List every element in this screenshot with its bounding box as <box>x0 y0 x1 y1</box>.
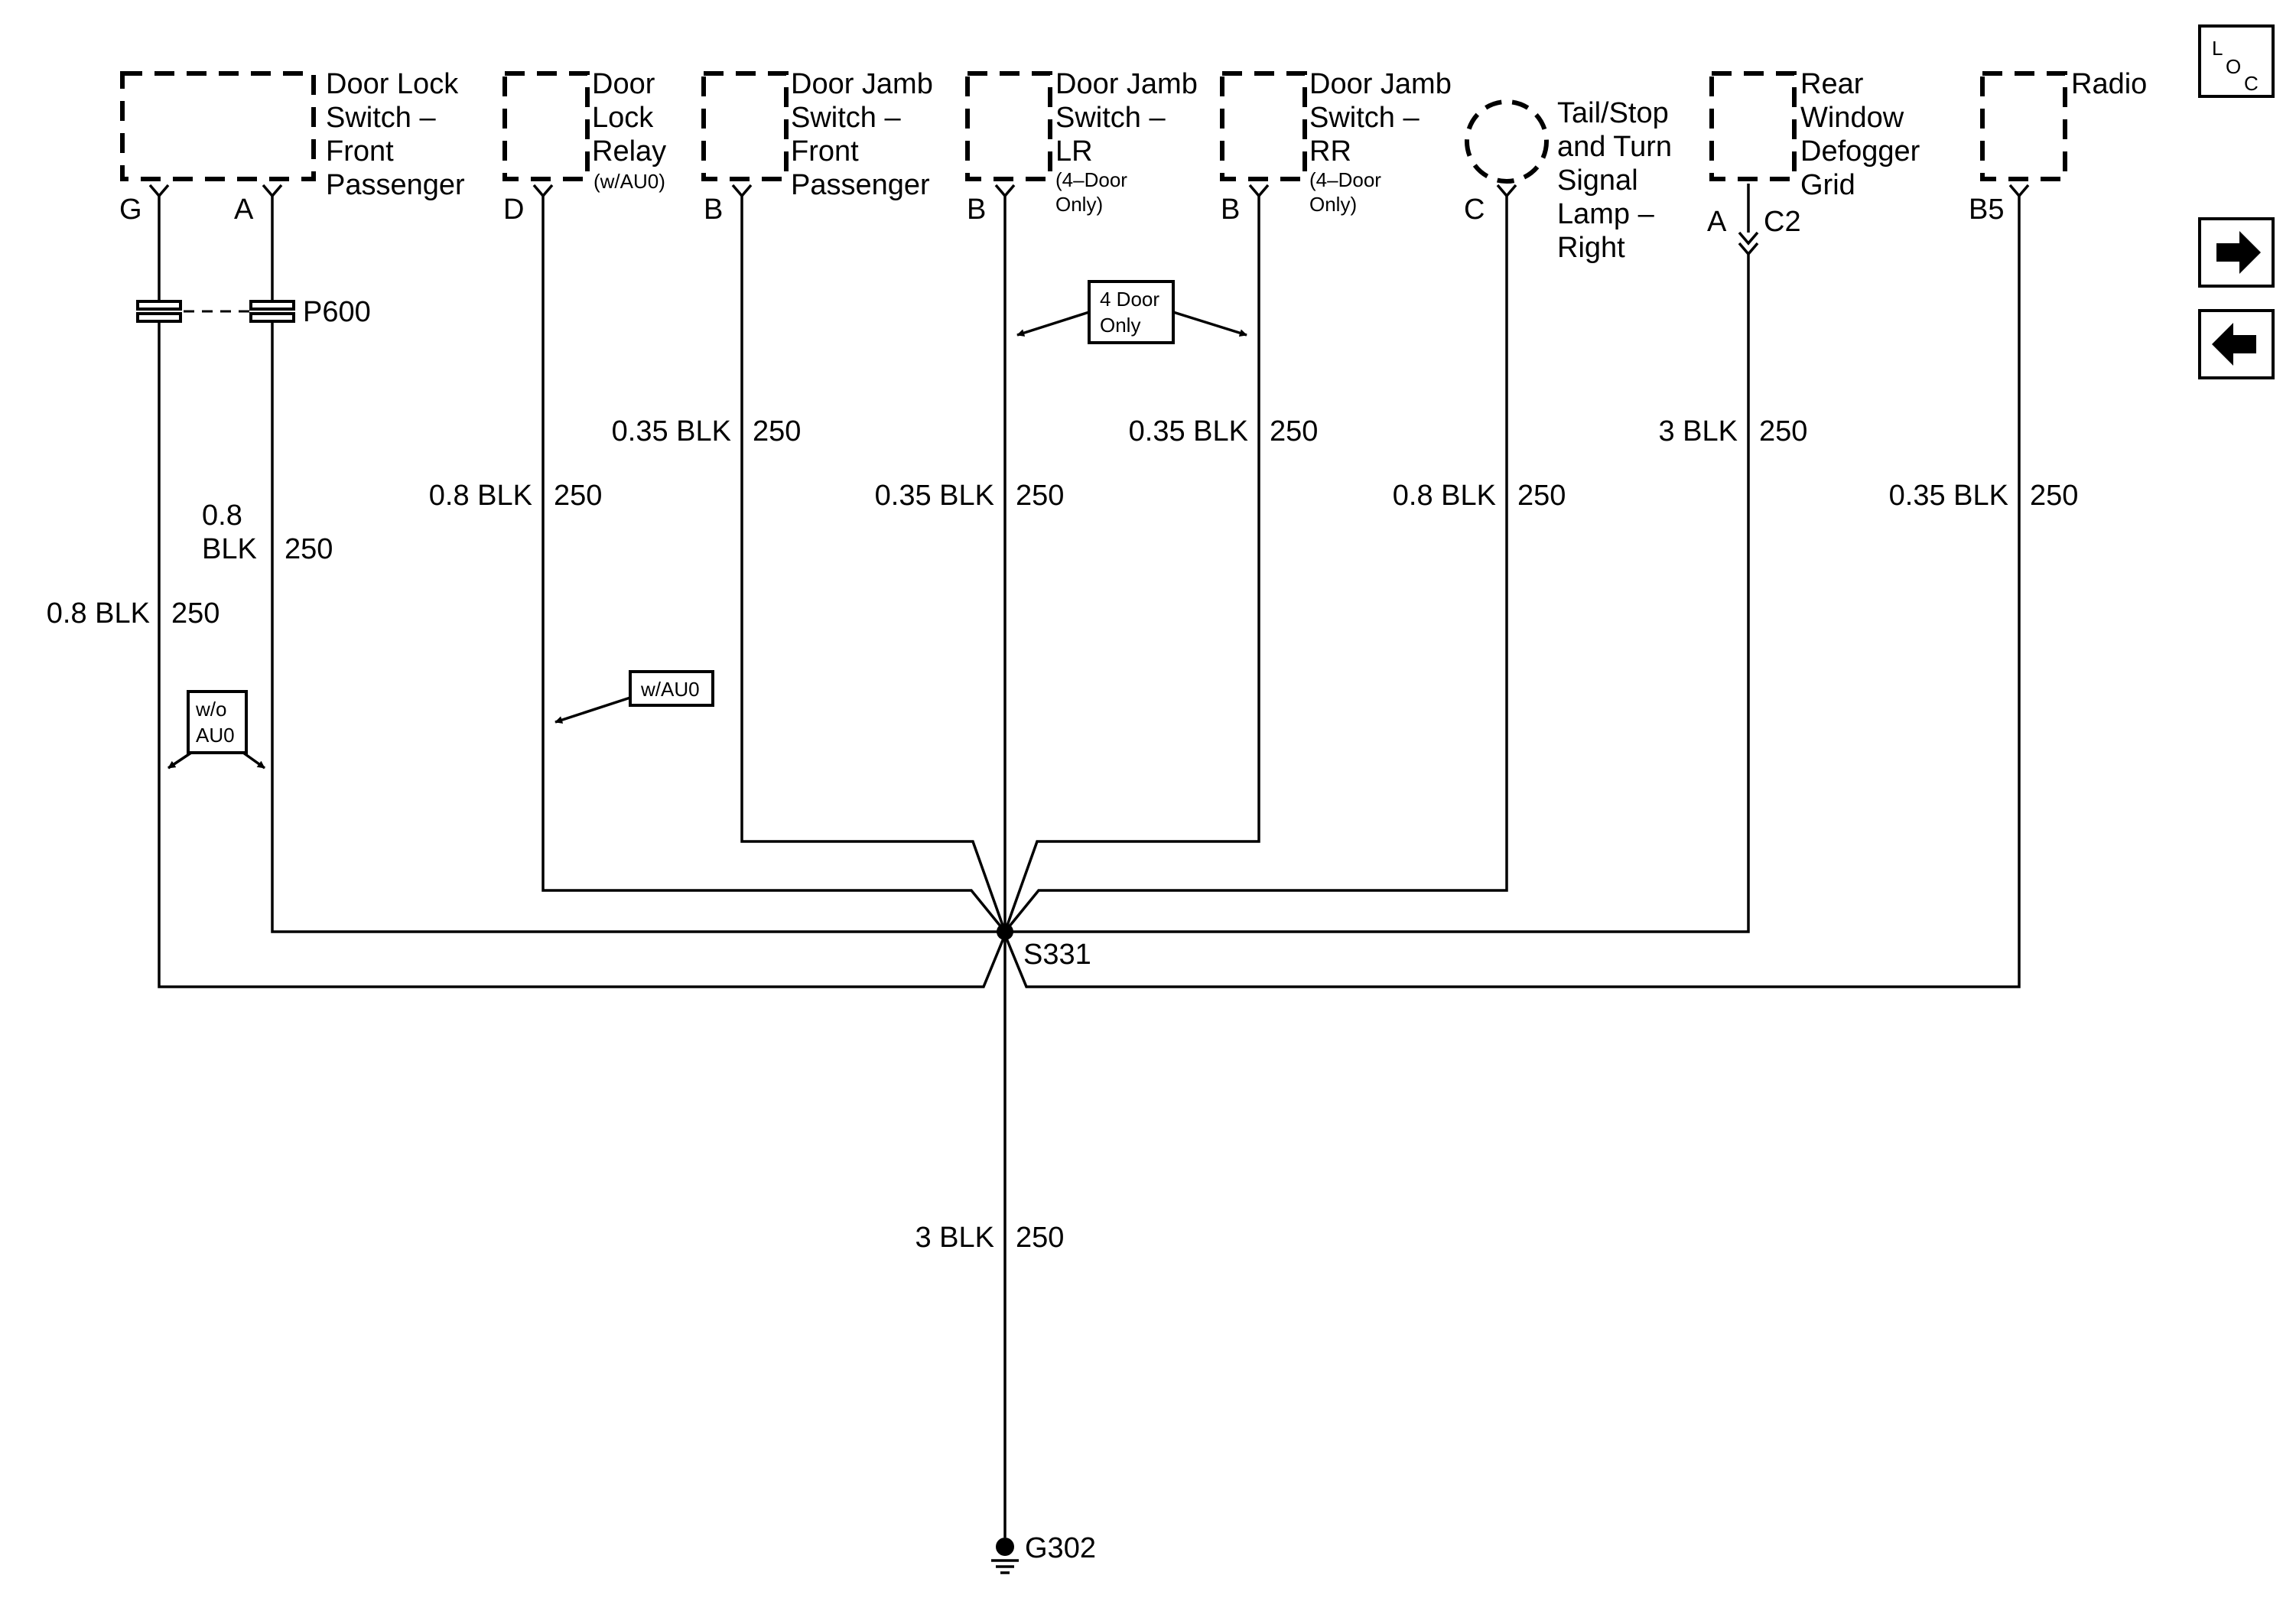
door-jamb-rr-note: (4–Door Only) <box>1309 168 1387 216</box>
p600-connector <box>136 300 295 323</box>
door-jamb-front-label: Door Jamb Switch – Front Passenger <box>791 68 941 201</box>
door-jamb-switch-lr-box <box>965 71 1052 181</box>
door-jamb-lr-label: Door Jamb Switch – LR <box>1055 68 1205 168</box>
radio-label: Radio <box>2071 68 2147 100</box>
wire-defog-gauge: 3 BLK <box>1658 415 1738 447</box>
wire-radio-circuit: 250 <box>2030 480 2078 512</box>
without-au0-label: w/o AU0 <box>195 698 235 747</box>
pin-g-label: G <box>119 194 142 226</box>
pin-b-djrr-label: B <box>1221 194 1240 226</box>
p600-label: P600 <box>303 296 371 328</box>
four-door-arrow-left <box>1016 311 1090 337</box>
wire-djrr-circuit: 250 <box>1270 415 1318 447</box>
wire-a-circuit: 250 <box>285 533 333 565</box>
wire-g-circuit: 250 <box>171 597 220 630</box>
wire-djlr-gauge: 0.35 BLK <box>875 480 994 512</box>
wire-djf-gauge: 0.35 BLK <box>612 415 731 447</box>
rear-window-defogger-grid-box <box>1709 71 1797 181</box>
wire-djlr-circuit: 250 <box>1016 480 1064 512</box>
connector-c2-label: C2 <box>1764 206 1801 238</box>
door-jamb-rr-label: Door Jamb Switch – RR <box>1309 68 1459 168</box>
defogger-label: Rear Window Defogger Grid <box>1800 68 1928 201</box>
wire-relay-circuit: 250 <box>554 480 602 512</box>
wire-tail-gauge: 0.8 BLK <box>1393 480 1496 512</box>
splice-s331-dot <box>997 923 1013 940</box>
door-lock-switch-label: Door Lock Switch – Front Passenger <box>326 68 467 201</box>
door-lock-switch-front-passenger-box <box>120 71 316 181</box>
door-lock-relay-label: Door Lock Relay <box>592 68 666 168</box>
splice-s331-label: S331 <box>1023 939 1091 971</box>
door-jamb-lr-note: (4–Door Only) <box>1055 168 1133 216</box>
loc-button[interactable]: L O C <box>2198 24 2275 98</box>
pin-d-label: D <box>503 194 524 226</box>
door-lock-relay-note: (w/AU0) <box>594 170 665 193</box>
with-au0-arrow <box>554 696 631 724</box>
tail-lamp-label: Tail/Stop and Turn Signal Lamp – Right <box>1557 97 1680 264</box>
door-lock-relay-box <box>502 71 590 181</box>
pin-a-defog-label: A <box>1707 206 1727 238</box>
four-door-arrow-right <box>1172 311 1247 337</box>
with-au0-box <box>629 670 714 707</box>
next-page-button[interactable] <box>2198 217 2275 288</box>
wire-defog-circuit: 250 <box>1759 415 1807 447</box>
door-jamb-switch-rr-box <box>1220 71 1307 181</box>
pin-c-label: C <box>1464 194 1485 226</box>
pin-b5-label: B5 <box>1969 194 2004 226</box>
without-au0-box <box>187 690 248 754</box>
wire-ground-circuit: 250 <box>1016 1222 1064 1254</box>
wire-ground-gauge: 3 BLK <box>915 1222 994 1254</box>
wire-a-gauge: 0.8 BLK <box>202 500 257 565</box>
four-door-only-label: 4 Door Only <box>1100 288 1165 337</box>
pin-a-label: A <box>234 194 254 226</box>
loc-l-letter: L <box>2212 37 2223 60</box>
loc-c-letter: C <box>2244 72 2259 95</box>
with-au0-label: w/AU0 <box>640 678 700 701</box>
wire-djf-circuit: 250 <box>753 415 801 447</box>
loc-o-letter: O <box>2226 55 2241 78</box>
prev-page-button[interactable] <box>2198 309 2275 379</box>
arrow-right-icon <box>2216 231 2261 274</box>
without-au0-arrow-right <box>242 751 266 770</box>
wire-relay-gauge: 0.8 BLK <box>429 480 532 512</box>
without-au0-arrow-left <box>167 751 192 770</box>
ground-g302-symbol <box>991 1538 1019 1574</box>
radio-box <box>1980 71 2067 181</box>
wire-g-gauge: 0.8 BLK <box>47 597 150 630</box>
ground-g302-label: G302 <box>1025 1532 1096 1564</box>
door-jamb-switch-front-passenger-box <box>701 71 789 181</box>
wire-runs <box>158 184 2021 1538</box>
arrow-left-icon <box>2212 323 2256 366</box>
tail-stop-turn-lamp-right-circle <box>1465 99 1549 184</box>
wire-tail-circuit: 250 <box>1517 480 1566 512</box>
pin-b-djf-label: B <box>704 194 723 226</box>
wire-radio-gauge: 0.35 BLK <box>1889 480 2008 512</box>
wire-djrr-gauge: 0.35 BLK <box>1129 415 1248 447</box>
pin-b-djlr-label: B <box>967 194 986 226</box>
